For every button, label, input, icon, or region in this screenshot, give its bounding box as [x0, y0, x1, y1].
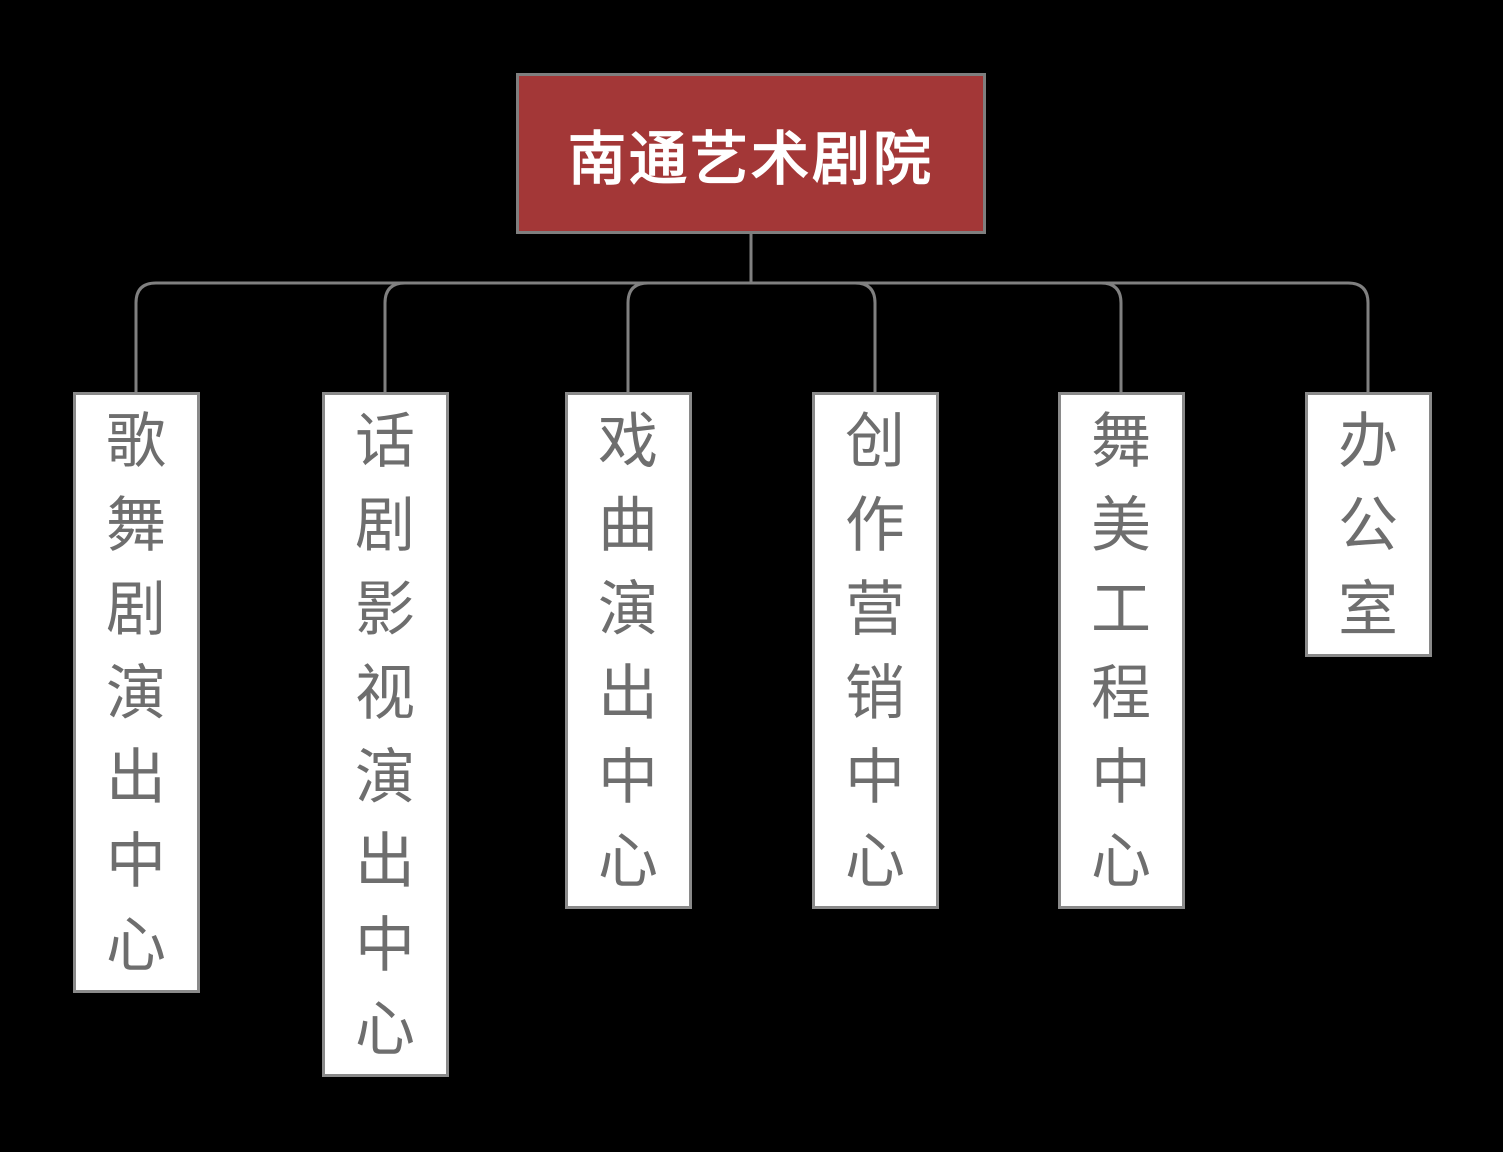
org-child-node[interactable]: 话剧影视演出中心 — [321, 392, 449, 1077]
org-label-char: 心 — [1091, 828, 1151, 895]
org-root-label: 南通艺术剧院 — [567, 126, 934, 192]
org-label-char: 歌 — [106, 408, 166, 475]
org-child-node[interactable]: 歌舞剧演出中心 — [72, 392, 200, 993]
org-label-char: 销 — [845, 660, 905, 727]
org-label-char: 心 — [845, 828, 905, 895]
org-label-char: 戏 — [598, 408, 658, 475]
org-child-label: 戏曲演出中心 — [598, 395, 658, 904]
org-child-label: 话剧影视演出中心 — [355, 395, 415, 1072]
org-label-char: 室 — [1338, 576, 1398, 643]
org-child-label: 办公室 — [1338, 395, 1398, 652]
org-label-char: 创 — [845, 408, 905, 475]
org-label-char: 程 — [1091, 660, 1151, 727]
org-child-node[interactable]: 戏曲演出中心 — [564, 392, 692, 909]
org-label-char: 心 — [106, 912, 166, 979]
org-label-char: 出 — [598, 660, 658, 727]
org-label-char: 视 — [355, 660, 415, 727]
org-child-node[interactable]: 舞美工程中心 — [1057, 392, 1185, 909]
org-label-char: 工 — [1091, 576, 1151, 643]
org-label-char: 作 — [845, 492, 905, 559]
org-label-char: 剧 — [355, 492, 415, 559]
org-label-char: 演 — [598, 576, 658, 643]
org-label-char: 话 — [355, 408, 415, 475]
org-child-label: 歌舞剧演出中心 — [106, 395, 166, 988]
org-label-char: 中 — [845, 744, 905, 811]
org-label-char: 心 — [598, 828, 658, 895]
org-label-char: 影 — [355, 576, 415, 643]
org-child-node[interactable]: 办公室 — [1304, 392, 1432, 657]
org-label-char: 演 — [355, 744, 415, 811]
org-label-char: 舞 — [1091, 408, 1151, 475]
org-label-char: 出 — [106, 744, 166, 811]
org-label-char: 舞 — [106, 492, 166, 559]
org-label-char: 中 — [1091, 744, 1151, 811]
org-label-char: 美 — [1091, 492, 1151, 559]
org-label-char: 中 — [355, 912, 415, 979]
org-label-char: 中 — [106, 828, 166, 895]
org-label-char: 曲 — [598, 492, 658, 559]
org-root-node[interactable]: 南通艺术剧院 — [516, 73, 986, 234]
org-label-char: 演 — [106, 660, 166, 727]
org-label-char: 公 — [1338, 492, 1398, 559]
org-label-char: 心 — [355, 996, 415, 1063]
org-label-char: 中 — [598, 744, 658, 811]
org-child-label: 舞美工程中心 — [1091, 395, 1151, 904]
org-child-node[interactable]: 创作营销中心 — [811, 392, 939, 909]
org-label-char: 营 — [845, 576, 905, 643]
org-label-char: 办 — [1338, 408, 1398, 475]
org-label-char: 剧 — [106, 576, 166, 643]
org-child-label: 创作营销中心 — [845, 395, 905, 904]
org-label-char: 出 — [355, 828, 415, 895]
